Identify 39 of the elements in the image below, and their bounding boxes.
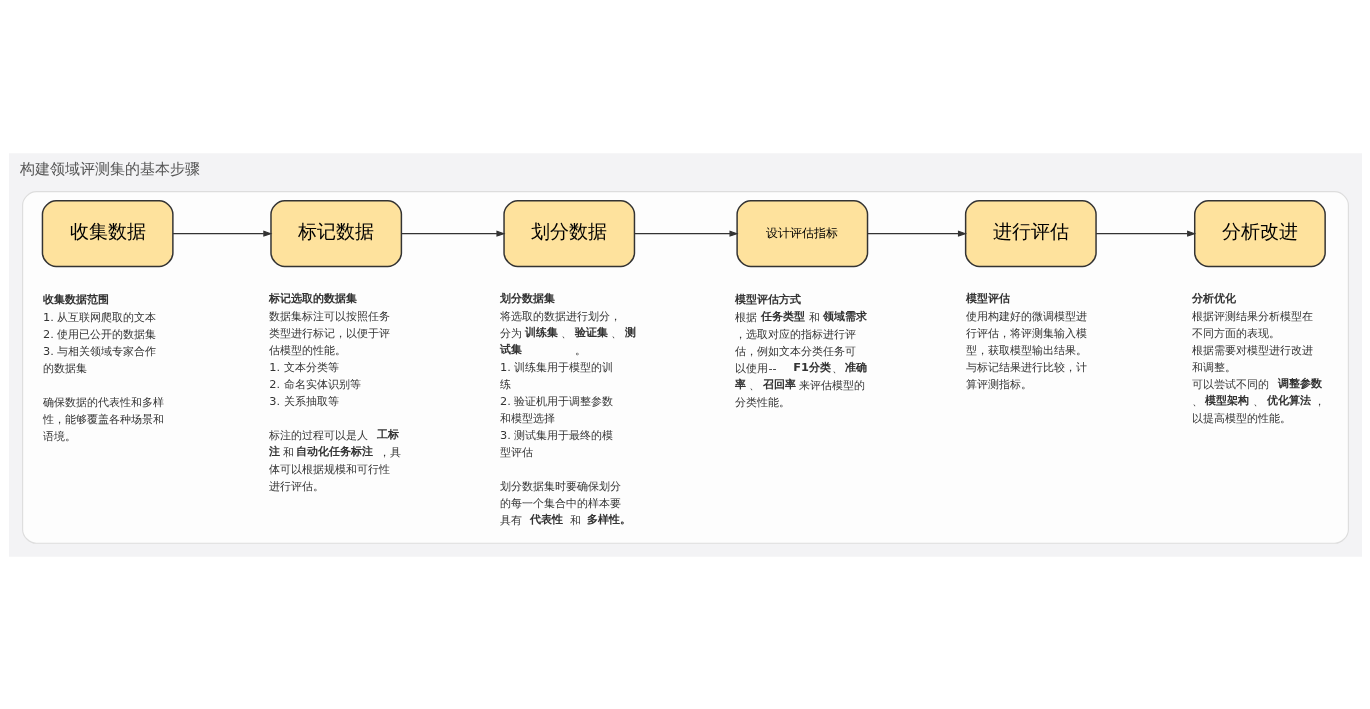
node-box: 分析改进 bbox=[1193, 199, 1326, 267]
cluster bbox=[21, 190, 1349, 544]
node-label: 1. 从互联网爬取的文本 bbox=[42, 309, 156, 324]
node-label: 根据任务类型和领域需求，选取对应的指标进行评估，例如文本分类任务可以使用-- F1分类、准确率、召回率来评估模型的分类性能。 bbox=[734, 308, 867, 409]
node-box: 标记数据 bbox=[269, 199, 402, 267]
node-label: 3. 测试集用于最终的模型评估 bbox=[499, 427, 613, 459]
node-label: 分析优化 bbox=[1191, 290, 1236, 305]
arrow bbox=[171, 229, 272, 237]
node-box: 设计评估指标 bbox=[735, 199, 868, 267]
arrow bbox=[1095, 229, 1196, 237]
node-label: 2. 验证机用于调整参数和模型选择 bbox=[499, 393, 613, 425]
node-label: 3. 关系抽取等 bbox=[268, 393, 339, 408]
arrow bbox=[633, 229, 739, 237]
node-label: 标记选取的数据集 bbox=[268, 290, 357, 305]
diagram-title: 构建领域评测集的基本步骤 bbox=[19, 159, 200, 177]
node-label: 1. 训练集用于模型的训练 bbox=[499, 359, 613, 391]
node-label: 2. 命名实体识别等 bbox=[268, 376, 361, 391]
node-label: 确保数据的代表性和多样性，能够覆盖各种场景和语境。 bbox=[42, 394, 164, 443]
node-label: 划分数据集时要确保划分的每一个集合中的样本要具有代表性和多样性。 bbox=[499, 478, 631, 527]
arrow bbox=[866, 229, 967, 237]
node-label: 与标记结果进行比较，计算评测指标。 bbox=[965, 359, 1087, 391]
node-label: 根据评测结果分析模型在不同方面的表现。 bbox=[1191, 308, 1313, 340]
arrow bbox=[400, 229, 505, 237]
node-box: 收集数据 bbox=[41, 199, 174, 267]
node-label: 根据需要对模型进行改进和调整。 bbox=[1191, 342, 1313, 374]
node-label: 数据集标注可以按照任务类型进行标记，以便于评估模型的性能。 bbox=[268, 308, 390, 357]
node-label: 收集数据范围 bbox=[42, 291, 109, 306]
node-label: 标注的过程可以是人工标注和自动化任务标注，具体可以根据规模和可行性进行评估。 bbox=[268, 426, 401, 493]
node-label: 可以尝试不同的调整参数、模型架构、优化算法，以提高模型的性能。 bbox=[1191, 375, 1325, 425]
node-label: 3. 与相关领域专家合作的数据集 bbox=[42, 343, 156, 375]
node-label: 1. 文本分类等 bbox=[268, 359, 339, 374]
node-label: 划分数据集 bbox=[499, 290, 555, 305]
node-label: 模型评估 bbox=[965, 290, 1010, 305]
node-label: 将选取的数据进行划分，分为训练集、验证集、测试集。 bbox=[499, 308, 636, 357]
node-box: 进行评估 bbox=[964, 199, 1097, 267]
node-box: 划分数据 bbox=[502, 199, 635, 267]
node-label: 2. 使用已公开的数据集 bbox=[42, 326, 156, 341]
node-label: 模型评估方式 bbox=[734, 291, 801, 306]
node-label: 使用构建好的微调模型进行评估，将评测集输入模型，获取模型输出结果。 bbox=[965, 308, 1087, 357]
